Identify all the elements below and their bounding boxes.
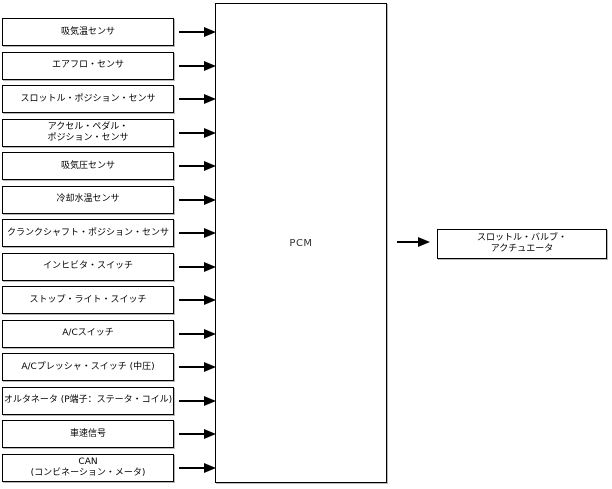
input-row: 吸気温センサ: [2, 18, 216, 46]
arrow-line: [179, 265, 206, 268]
input-box: 吸気圧センサ: [2, 152, 174, 181]
input-box: 車速信号: [2, 420, 174, 449]
input-box-label: クランクシャフト・ポジション・センサ: [6, 227, 169, 238]
pcm-box: PCM: [215, 3, 387, 483]
input-box: A/Cスイッチ: [2, 319, 174, 348]
input-box: 吸気温センサ: [2, 18, 174, 46]
input-box-label: 吸気圧センサ: [60, 160, 115, 171]
input-box-label: スロットル・ポジション・センサ: [20, 93, 156, 104]
input-row: スロットル・ポジション・センサ: [2, 85, 216, 114]
input-box-label: A/Cスイッチ: [62, 328, 114, 339]
arrow-line: [179, 31, 206, 33]
pcm-label: PCM: [289, 237, 313, 249]
input-box: エアフロ・センサ: [2, 51, 174, 80]
arrow-line: [179, 433, 206, 436]
input-box-label: 吸気温センサ: [60, 26, 115, 37]
input-box-label: インヒビタ・スイッチ: [42, 261, 133, 272]
input-box-label: (コンビネーション・メータ): [30, 467, 146, 478]
input-row: アクセル・ペダル・ポジション・センサ: [2, 118, 216, 147]
input-row: エアフロ・センサ: [2, 51, 216, 80]
input-box-label: 冷却水温センサ: [56, 194, 120, 205]
output-arrow-head-icon: [418, 237, 430, 247]
input-box: クランクシャフト・ポジション・センサ: [2, 219, 174, 248]
input-box-label: アクセル・ペダル・: [47, 121, 129, 132]
arrow-line: [179, 366, 206, 369]
output-box-label: アクチュエータ: [490, 244, 554, 254]
input-box: オルタネータ (P端子：ステータ・コイル): [2, 386, 174, 415]
arrow-line: [179, 98, 206, 101]
input-row: クランクシャフト・ポジション・センサ: [2, 219, 216, 248]
input-box-label: ポジション・センサ: [47, 132, 129, 143]
input-box-label: A/Cプレッシャ・スイッチ (中圧): [21, 361, 155, 372]
input-box: スロットル・ポジション・センサ: [2, 85, 174, 114]
input-box-label: CAN: [78, 456, 98, 467]
input-box: アクセル・ペダル・ポジション・センサ: [2, 118, 174, 147]
arrow-line: [179, 198, 206, 201]
input-box-label: エアフロ・センサ: [51, 60, 124, 71]
input-row: 吸気圧センサ: [2, 152, 216, 181]
input-box: インヒビタ・スイッチ: [2, 252, 174, 281]
arrow-line: [179, 399, 206, 402]
input-box: 冷却水温センサ: [2, 185, 174, 214]
inputs-column: 吸気温センサエアフロ・センサスロットル・ポジション・センサアクセル・ペダル・ポジ…: [2, 18, 216, 482]
arrow-line: [179, 466, 206, 469]
arrow-line: [179, 131, 206, 134]
input-row: A/Cプレッシャ・スイッチ (中圧): [2, 353, 216, 382]
arrow-line: [179, 64, 206, 67]
input-row: CAN(コンビネーション・メータ): [2, 453, 216, 482]
input-box-label: オルタネータ (P端子：ステータ・コイル): [3, 395, 173, 406]
output-box-label: スロットル・バルブ・: [476, 233, 567, 243]
input-row: オルタネータ (P端子：ステータ・コイル): [2, 386, 216, 415]
input-box: ストップ・ライト・スイッチ: [2, 286, 174, 315]
input-row: A/Cスイッチ: [2, 319, 216, 348]
output-box-throttle-valve-actuator: スロットル・バルブ・ アクチュエータ: [437, 229, 607, 259]
input-box-label: 車速信号: [69, 428, 106, 439]
arrow-line: [179, 299, 206, 302]
arrow-line: [179, 332, 206, 335]
input-row: 冷却水温センサ: [2, 185, 216, 214]
arrow-line: [179, 232, 206, 235]
input-box: CAN(コンビネーション・メータ): [2, 453, 174, 482]
input-row: 車速信号: [2, 420, 216, 449]
input-box-label: ストップ・ライト・スイッチ: [29, 294, 147, 305]
input-box: A/Cプレッシャ・スイッチ (中圧): [2, 353, 174, 382]
output-arrow-right-icon: [397, 241, 420, 243]
input-row: インヒビタ・スイッチ: [2, 252, 216, 281]
input-row: ストップ・ライト・スイッチ: [2, 286, 216, 315]
arrow-line: [179, 165, 206, 168]
